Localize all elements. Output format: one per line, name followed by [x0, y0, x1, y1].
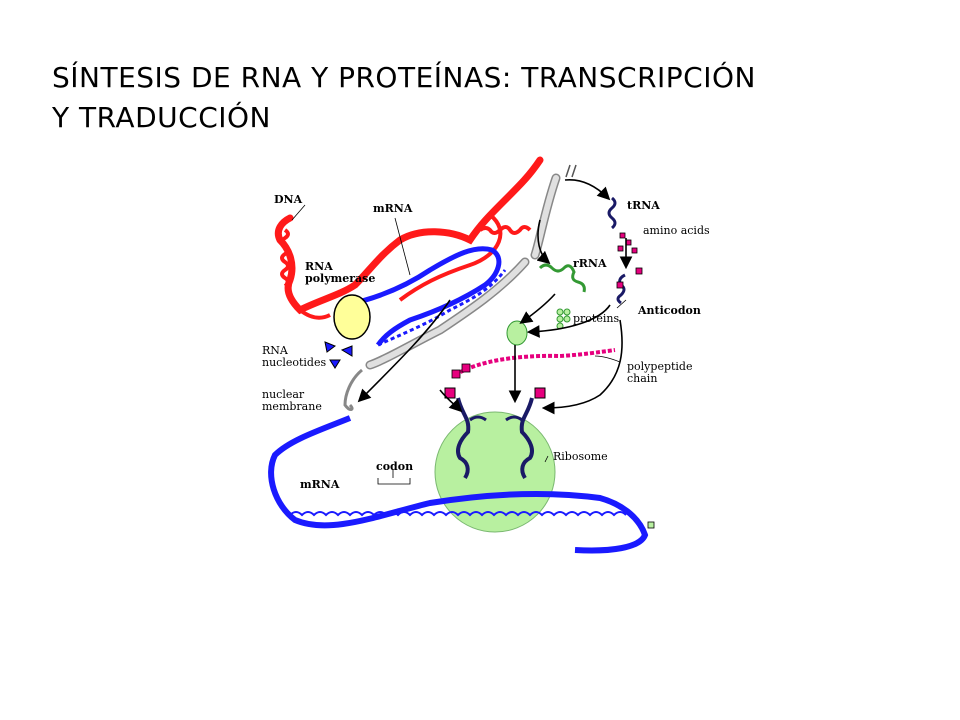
ribosome-subunit: [506, 320, 528, 346]
title-line-2: Y TRADUCCIÓN: [52, 101, 271, 134]
mrna-transcript: [344, 246, 507, 347]
mrna-bottom: [268, 415, 655, 554]
label-rrna: rRNA: [573, 257, 607, 270]
label-trna: tRNA: [627, 199, 660, 212]
label-mrna-top: mRNA: [373, 202, 413, 215]
label-ribosome: Ribosome: [553, 450, 608, 463]
label-amino-acids: amino acids: [643, 224, 710, 237]
process-arrows: [357, 179, 633, 415]
label-codon: codon: [376, 460, 413, 473]
label-nuclear-2: membrane: [262, 400, 322, 413]
rrna-molecule: [538, 263, 586, 293]
ribosome: [434, 387, 556, 533]
label-rna-nucleotides-2: nucleotides: [262, 356, 326, 369]
slide-title: SÍNTESIS DE RNA Y PROTEÍNAS: TRANSCRIPCI…: [52, 58, 912, 138]
label-mrna-bottom: mRNA: [300, 478, 340, 491]
polypeptide-chain: [451, 348, 616, 379]
rna-nucleotides: [324, 341, 353, 369]
label-polypeptide-1: polypeptide: [627, 360, 692, 373]
rna-polymerase: [333, 294, 371, 340]
label-polymerase: polymerase: [305, 272, 375, 285]
amino-acids: [617, 232, 643, 275]
label-polypeptide-2: chain: [627, 372, 657, 385]
trna-molecule: [565, 164, 617, 230]
label-dna: DNA: [274, 193, 303, 206]
charged-trna: [616, 273, 626, 305]
label-rna-nucleotides-1: RNA: [262, 344, 289, 357]
label-proteins: proteins: [573, 312, 619, 325]
label-anticodon: Anticodon: [637, 304, 701, 317]
nuclear-membrane: [343, 173, 561, 411]
label-rna: RNA: [305, 260, 333, 273]
leader-lines: [291, 204, 627, 485]
proteins-dots: [556, 308, 571, 330]
label-nuclear-1: nuclear: [262, 388, 305, 401]
title-line-1: SÍNTESIS DE RNA Y PROTEÍNAS: TRANSCRIPCI…: [52, 61, 756, 94]
dna-strand: [274, 156, 544, 320]
